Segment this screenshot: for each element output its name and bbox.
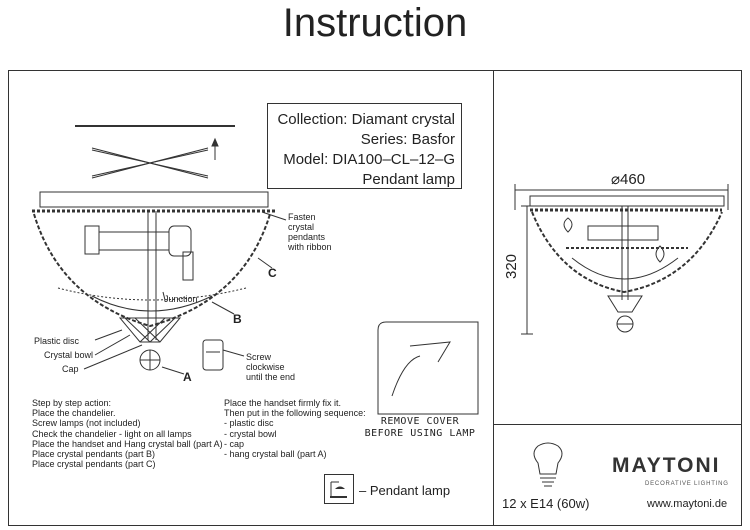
collection-text: Collection: Diamant crystal — [277, 111, 455, 128]
model-text: Model: DIA100–CL–12–G — [283, 151, 455, 168]
cap-label: Cap — [62, 364, 79, 374]
pendant-legend-text: – Pendant lamp — [359, 483, 451, 498]
brand-logo: MAYTONI — [612, 454, 721, 477]
crystal-bowl-label: Crystal bowl — [44, 350, 94, 360]
plastic-disc-label: Plastic disc — [34, 336, 80, 346]
type-text: Pendant lamp — [362, 171, 455, 188]
brand-tagline: DECORATIVE LIGHTING — [645, 481, 729, 487]
instruction-frame — [8, 70, 742, 526]
upload-arrow-icon — [211, 137, 219, 160]
website-link[interactable]: www.maytoni.de — [647, 498, 728, 510]
mark-c: C — [268, 266, 277, 280]
pendant-lamp-icon — [324, 474, 354, 504]
mark-b: B — [233, 312, 242, 326]
series-text: Series: Basfor — [360, 131, 455, 148]
page-title: Instruction — [282, 1, 468, 45]
lamp-spec: 12 x E14 (60w) — [502, 496, 590, 511]
bulb-icon — [533, 442, 563, 487]
junction-label: Junction — [164, 294, 198, 304]
mark-a: A — [183, 370, 192, 384]
diameter-dimension: ⌀460 — [611, 171, 646, 188]
product-info-box: Collection: Diamant crystal Series: Basf… — [267, 103, 462, 189]
steps-right: Place the handset firmly fix it.Then put… — [224, 398, 366, 460]
vertical-divider — [493, 70, 494, 526]
steps-left: Step by step action:Place the chandelier… — [32, 398, 223, 470]
horizontal-divider — [493, 424, 742, 425]
height-dimension: 320 — [503, 253, 521, 280]
